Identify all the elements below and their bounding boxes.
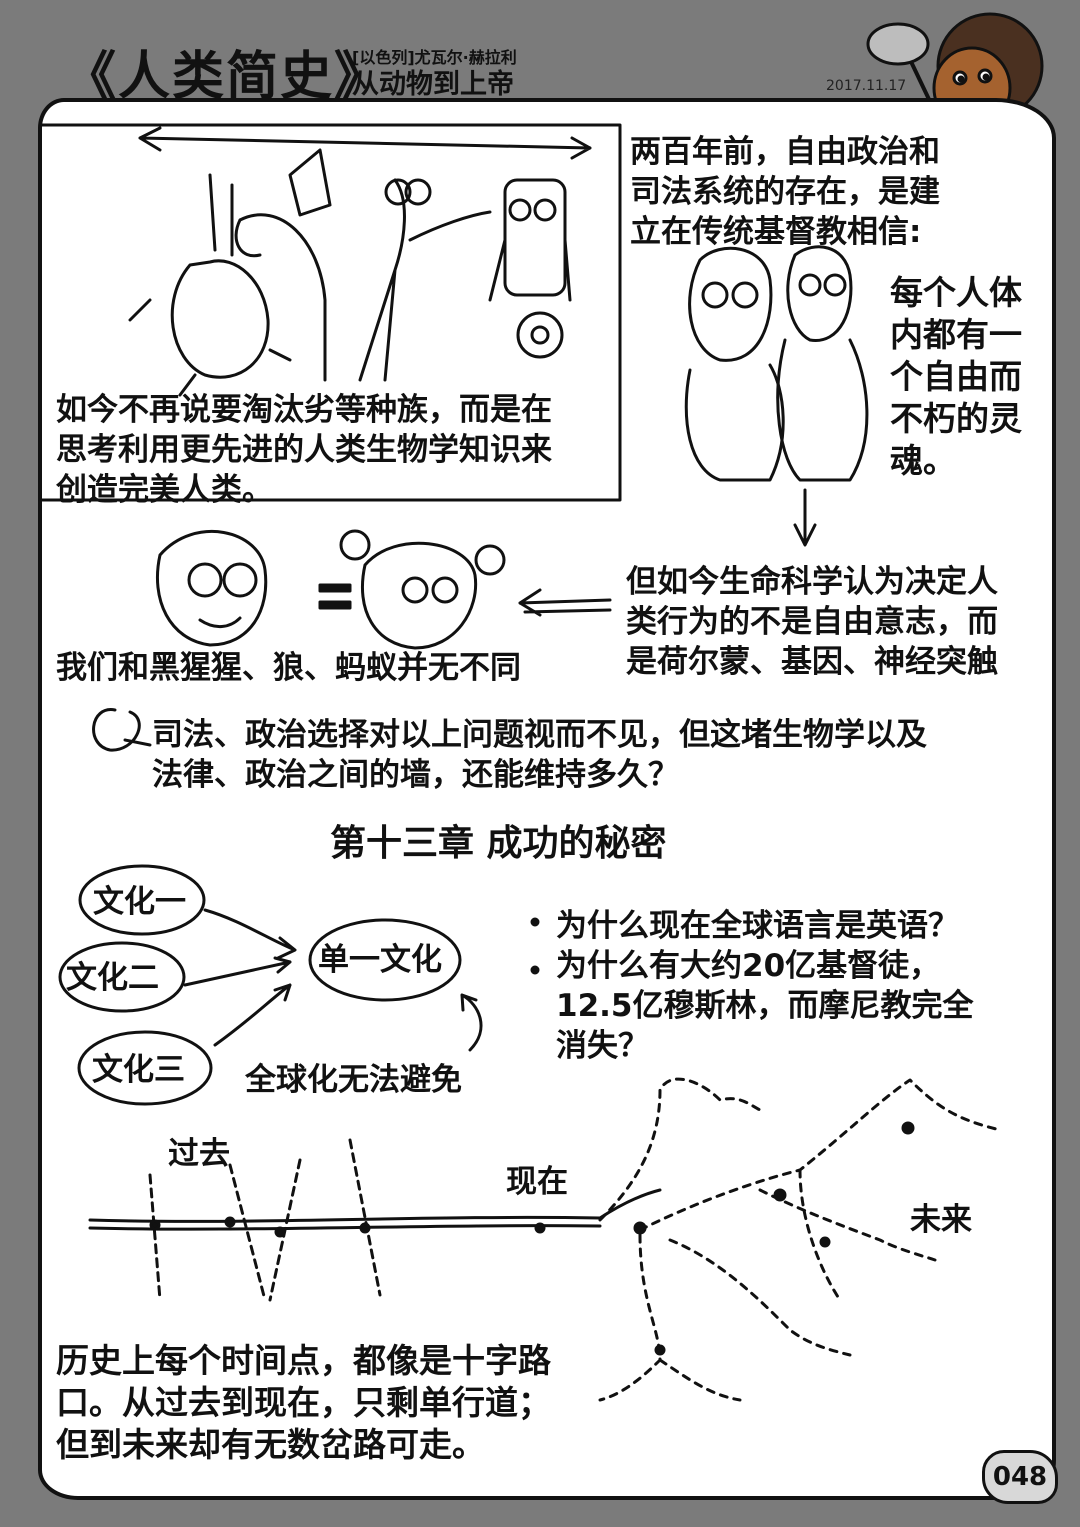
panel2-belief-line: 不朽的灵	[890, 399, 1022, 438]
panel2-intro-line: 立在传统基督教相信:	[630, 214, 922, 250]
culture-2-label: 文化二	[66, 960, 159, 996]
timeline-future-label: 未来	[910, 1202, 972, 1238]
panel3-right-line: 类行为的不是自由意志，而	[626, 604, 998, 640]
book-title: 《人类简史》	[64, 47, 389, 107]
woman-figure	[688, 246, 773, 362]
panel1-caption: 如今不再说要淘汰劣等种族，而是在 思考利用更先进的人类生物学知识来 创造完美人类…	[56, 390, 616, 510]
animal-face	[360, 541, 478, 650]
culture-bubble-3	[77, 1030, 213, 1106]
book-author: [以色列]尤瓦尔·赫拉利	[352, 48, 517, 67]
globalization-note: 全球化无法避免	[245, 1062, 462, 1098]
panel3-right-line: 是荷尔蒙、基因、神经突触	[626, 644, 998, 680]
panel2-belief-line: 个自由而	[890, 357, 1022, 396]
timeline-caption-line: 口。从过去到现在，只剩单行道；	[56, 1383, 551, 1422]
book-subtitle: 从动物到上帝	[352, 69, 514, 100]
bullet-line: 为什么有大约20亿基督徒，	[556, 948, 941, 984]
chapter-bullets: 为什么现在全球语言是英语？ 为什么有大约20亿基督徒， 12.5亿穆斯林，而摩尼…	[556, 906, 1036, 1066]
down-arrow	[793, 488, 817, 547]
question-marker: Q	[84, 705, 85, 706]
question-text: 司法、政治选择对以上问题视而不见，但这堵生物学以及 法律、政治之间的墙，还能维持…	[152, 715, 1047, 795]
panel2-belief-line: 内都有一	[890, 315, 1022, 354]
single-culture-bubble	[308, 918, 462, 1002]
culture-1-label: 文化一	[93, 884, 186, 920]
timeline-road	[88, 1188, 662, 1223]
double-arrow	[138, 126, 592, 160]
soul-figure	[786, 245, 853, 342]
panel3-right-text: 但如今生命科学认为决定人 类行为的不是自由意志，而 是荷尔蒙、基因、神经突触	[626, 562, 1046, 682]
timeline-caption: 历史上每个时间点，都像是十字路 口。从过去到现在，只剩单行道； 但到未来却有无数…	[56, 1340, 616, 1466]
q-marker	[92, 708, 152, 752]
culture-bubble-1	[78, 864, 206, 936]
woman-face	[155, 530, 268, 647]
crouching-figure	[170, 259, 270, 379]
panel1-frame	[38, 123, 622, 502]
future-branch-1	[598, 1077, 762, 1222]
timeline-present-label: 现在	[506, 1164, 568, 1200]
bullet-line: 消失？	[556, 1028, 649, 1064]
chapter-title: 第十三章 成功的秘密	[330, 823, 667, 864]
panel1-caption-line: 如今不再说要淘汰劣等种族，而是在	[56, 392, 552, 428]
panel2-belief-line: 魂。	[890, 441, 956, 480]
date-stamp: 2017.11.17	[826, 78, 907, 94]
bullet-line: 为什么现在全球语言是英语？	[556, 908, 959, 944]
tall-figure-2	[358, 178, 406, 382]
bullet-line: 12.5亿穆斯林，而摩尼教完全	[556, 988, 974, 1024]
tall-figure-1	[234, 213, 327, 382]
panel2-belief-line: 每个人体	[890, 273, 1022, 312]
robot-figure	[503, 178, 567, 297]
culture-3-label: 文化三	[92, 1052, 185, 1088]
panel1-caption-line: 思考利用更先进的人类生物学知识来	[56, 432, 552, 468]
panel2-belief: 每个人体 内都有一 个自由而 不朽的灵 魂。	[890, 272, 1040, 482]
left-arrow	[518, 588, 612, 617]
page-number: 048	[982, 1450, 1058, 1504]
timeline-past-label: 过去	[168, 1136, 230, 1172]
panel1-caption-line: 创造完美人类。	[56, 472, 273, 508]
timeline-caption-line: 但到未来却有无数岔路可走。	[56, 1425, 485, 1464]
timeline-caption-line: 历史上每个时间点，都像是十字路	[56, 1341, 551, 1380]
single-culture-label: 单一文化	[318, 942, 442, 978]
question-line: 司法、政治选择对以上问题视而不见，但这堵生物学以及	[152, 717, 927, 753]
question-line: 法律、政治之间的墙，还能维持多久？	[152, 757, 679, 793]
panel2-intro-line: 司法系统的存在，是建	[630, 174, 940, 210]
panel3-left-caption: 我们和黑猩猩、狼、蚂蚁并无不同	[56, 650, 521, 686]
panel3-right-line: 但如今生命科学认为决定人	[626, 564, 998, 600]
panel2-intro-line: 两百年前，自由政治和	[630, 134, 940, 170]
panel2-intro: 两百年前，自由政治和 司法系统的存在，是建 立在传统基督教相信:	[630, 132, 1030, 252]
culture-bubble-2	[58, 941, 186, 1013]
